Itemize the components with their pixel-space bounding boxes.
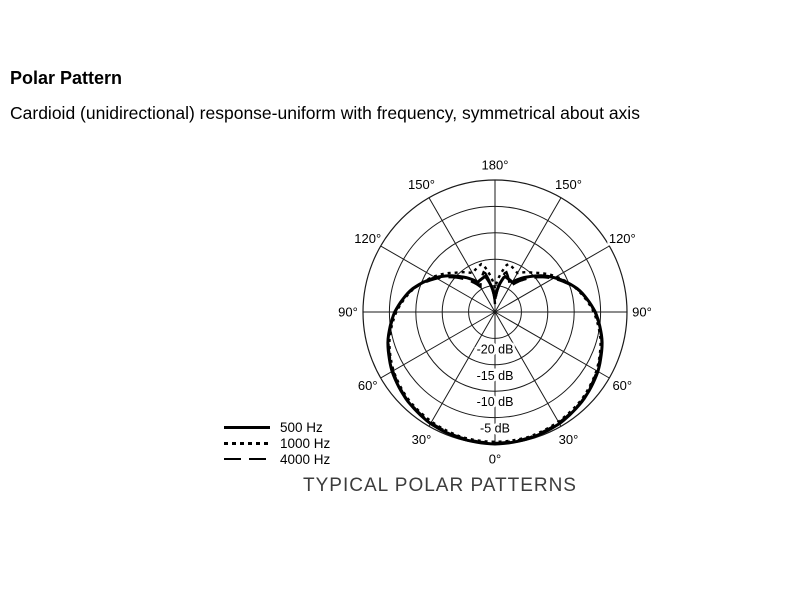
legend-item-1000hz: 1000 Hz <box>224 435 330 451</box>
db-label--5: -5 dB <box>480 422 510 436</box>
angle-label-30: 30° <box>559 432 579 447</box>
angle-label-180: 180° <box>482 158 509 173</box>
legend-swatch-dotted-line <box>224 441 270 445</box>
db-label--20: -20 dB <box>477 342 514 356</box>
angle-label-0: 0° <box>489 452 501 467</box>
angle-label-150: 150° <box>555 177 582 192</box>
grid-radial-150 <box>494 197 562 313</box>
grid-radial-210 <box>428 197 496 313</box>
grid-radial-120 <box>494 245 610 313</box>
db-label--10: -10 dB <box>477 395 514 409</box>
db-label--15: -15 dB <box>477 369 514 383</box>
angle-label-60-left: 60° <box>358 378 378 393</box>
legend-item-500hz: 500 Hz <box>224 419 330 435</box>
grid-radial-300 <box>380 311 496 379</box>
angle-label-90: 90° <box>632 305 652 320</box>
angle-label-30-left: 30° <box>412 432 432 447</box>
angle-label-120: 120° <box>609 231 636 246</box>
legend-label-4000hz: 4000 Hz <box>280 451 331 467</box>
chart-caption: TYPICAL POLAR PATTERNS <box>303 475 577 496</box>
angle-label-150-left: 150° <box>408 177 435 192</box>
page-subtitle: Cardioid (unidirectional) response-unifo… <box>10 103 640 123</box>
legend-swatch-solid-line <box>224 425 270 429</box>
chart-legend: 500 Hz 1000 Hz 4000 Hz <box>224 419 330 467</box>
angle-label-90-left: 90° <box>338 305 358 320</box>
legend-label-500hz: 500 Hz <box>280 419 323 435</box>
legend-item-4000hz: 4000 Hz <box>224 451 330 467</box>
grid-radial-60 <box>494 311 610 379</box>
legend-swatch-dashed-line <box>224 458 270 460</box>
grid-radial-30 <box>494 311 562 427</box>
grid-radial-330 <box>428 311 496 427</box>
legend-label-1000hz: 1000 Hz <box>280 435 331 451</box>
angle-label-60: 60° <box>612 378 632 393</box>
series-curve-4000hz <box>387 270 603 445</box>
angle-label-120-left: 120° <box>354 231 381 246</box>
page-title: Polar Pattern <box>10 68 123 88</box>
